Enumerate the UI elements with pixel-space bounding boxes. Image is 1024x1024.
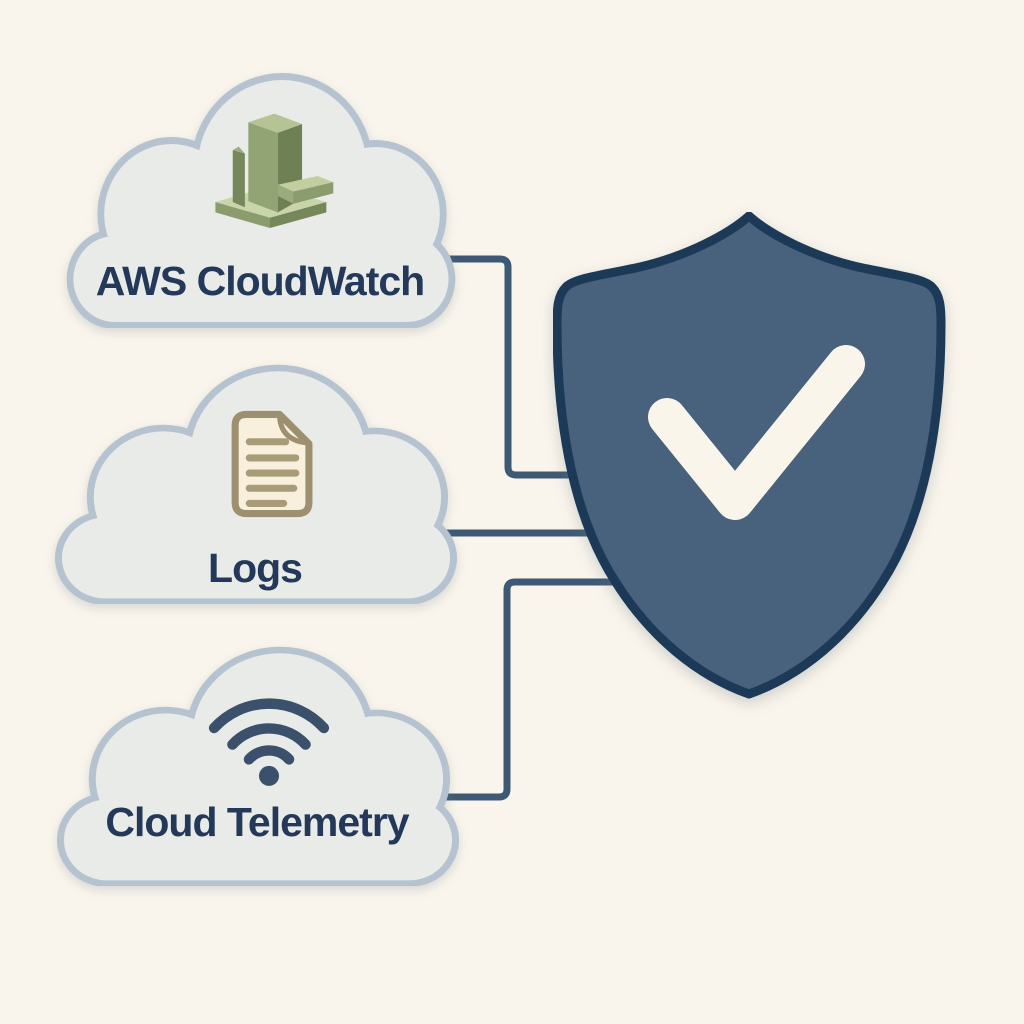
node-label-logs: Logs [208,545,303,591]
log-document-icon [231,410,313,518]
node-logs: Logs [46,360,464,604]
node-aws-cloudwatch: AWS CloudWatch [58,68,462,328]
shield-checkmark-icon [553,212,946,699]
connector-cloudwatch-to-shield [438,255,590,479]
node-cloud-telemetry: Cloud Telemetry [48,642,466,886]
building-icon [215,113,334,229]
node-label-cloud-telemetry: Cloud Telemetry [105,799,409,845]
wifi-icon [208,698,330,786]
node-label-aws-cloudwatch: AWS CloudWatch [95,258,425,304]
checkmark-icon [648,345,865,520]
connector-telemetry-to-shield [440,578,618,801]
